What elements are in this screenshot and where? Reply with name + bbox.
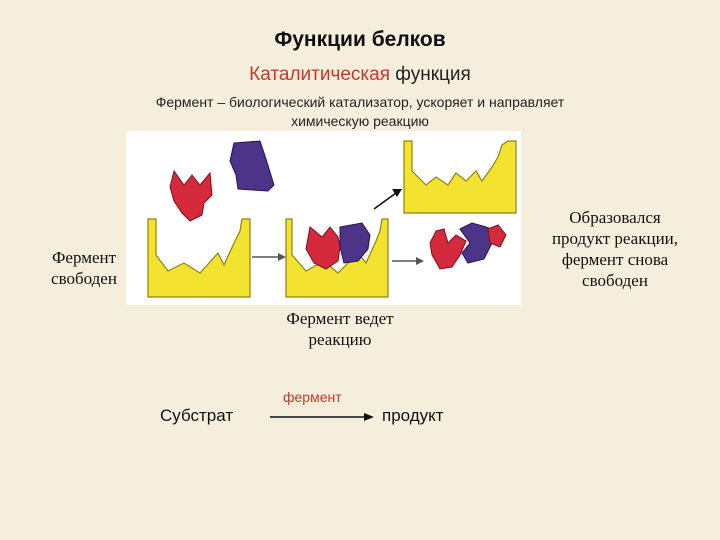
product-red-2 [487,224,507,248]
label-enzyme-leads: Фермент ведет реакцию [286,309,394,349]
enzyme-complex-shape [285,218,389,298]
complex-substrate-red [305,226,341,270]
arrow-up [373,192,397,210]
subtitle-rest: функция [390,64,471,85]
definition-line-1: Фермент – биологический катализатор, уск… [155,94,565,110]
equation-arrow [270,413,374,421]
arrow-2-head [416,257,424,265]
substrate-blue-piece [229,140,275,192]
arrow-up-head [392,189,402,197]
equation-enzyme: фермент [283,389,342,405]
definition-line-2: химическую реакцию [291,113,429,129]
subtitle-highlight: Каталитическая [249,64,391,85]
equation-product: продукт [382,406,444,425]
slide-subtitle: Каталитическая функция [0,64,720,86]
enzyme-released-shape [403,140,517,214]
definition-text: Фермент – биологический катализатор, уск… [110,93,610,131]
label-enzyme-free: Фермент свободен [51,248,117,288]
product-blue [459,222,497,264]
enzyme-reaction-illustration [126,131,521,305]
enzyme-free-shape [147,218,251,298]
arrow-1-head [278,253,286,261]
slide-title: Функции белков [274,28,446,51]
product-red [429,228,467,270]
label-product-formed: Образовался продукт реакции, фермент сно… [551,208,679,290]
complex-substrate-blue [339,222,371,264]
substrate-red-piece [169,169,213,222]
equation-substrate: Субстрат [160,406,234,425]
